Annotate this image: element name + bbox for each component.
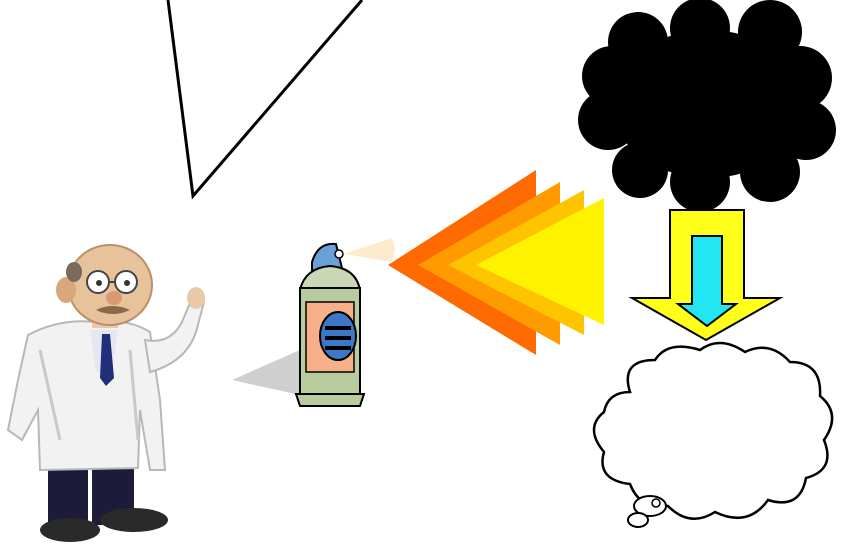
white-cloud-icon <box>594 343 832 527</box>
speech-bubble-tail-icon <box>168 0 362 196</box>
scientist-icon <box>8 245 205 542</box>
spray-can-icon <box>232 238 395 406</box>
spray-burst-icon <box>388 170 604 355</box>
down-arrow-icon <box>632 210 780 340</box>
black-cloud-icon <box>578 0 836 212</box>
